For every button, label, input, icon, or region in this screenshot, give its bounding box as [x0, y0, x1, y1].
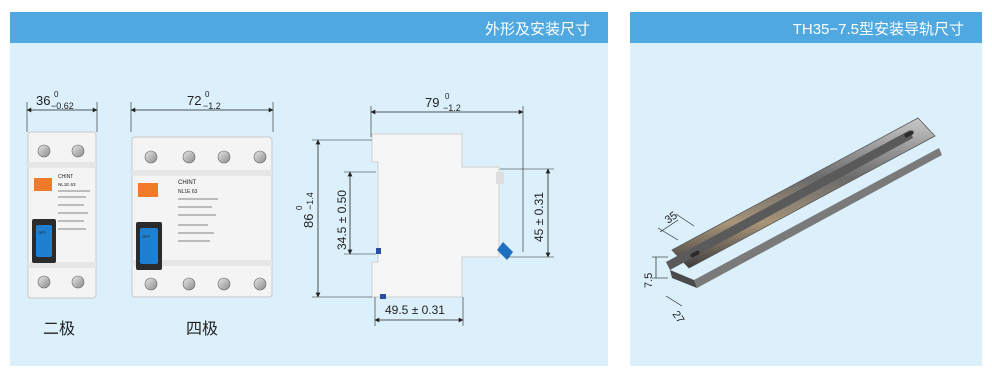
two-pole-breaker: CHINT NL1E 63 OFF [27, 131, 97, 299]
dim-right-height: 45 ± 0.31 [532, 192, 546, 242]
dim-2pole-upper: 0 [54, 90, 59, 99]
four-pole-breaker: CHINT NL1E 63 OFF [131, 136, 273, 298]
dim-side-height: 86 [301, 214, 316, 228]
2pole-toggle-text: OFF [38, 230, 47, 235]
dim-4pole-lower: −1.2 [203, 101, 221, 111]
panel-header: 外形及安装尺寸 [10, 12, 608, 43]
dimensions-panel: 外形及安装尺寸 36 0 −0.62 [10, 12, 608, 366]
label-four-pole: 四极 [186, 320, 218, 338]
two-pole-dimension: 36 0 −0.62 [26, 90, 98, 132]
four-pole-dimension: 72 0 −1.2 [130, 90, 274, 132]
side-view-dimensions: 79 0 −1.2 86 0 −1.4 34.5 ± 0.50 45 ± 0.3… [295, 92, 554, 326]
dim-rail-bottom-width: 27 [670, 309, 687, 326]
2pole-model: NL1E 63 [58, 182, 76, 187]
dim-side-width: 79 [425, 95, 439, 110]
rail-drawing: 35 7.5 27 [643, 117, 942, 326]
4pole-brand: CHINT [178, 180, 197, 186]
dim-side-lower: −1.2 [443, 103, 461, 113]
side-view-breaker [371, 133, 513, 299]
label-two-pole: 二极 [43, 320, 75, 338]
4pole-model: NL1E 63 [178, 189, 198, 195]
rail-dimensions: 35 7.5 27 [643, 210, 695, 326]
dim-side-height-lower: −1.4 [305, 192, 315, 210]
rail-panel: TH35−7.5型安装导轨尺寸 35 7.5 [630, 12, 982, 366]
dim-rail-top-width: 35 [663, 210, 680, 227]
dim-2pole-width: 36 [36, 93, 50, 108]
dim-rail-height: 7.5 [643, 273, 655, 288]
4pole-toggle-text: OFF [142, 234, 151, 239]
panel-header: TH35−7.5型安装导轨尺寸 [630, 12, 982, 43]
din-rail [666, 117, 942, 288]
dim-side-upper: 0 [445, 92, 450, 101]
dim-4pole-upper: 0 [205, 90, 210, 99]
2pole-brand: CHINT [58, 174, 73, 180]
dimension-drawing: 36 0 −0.62 CHINT NL1E 63 OFF 二极 [26, 90, 554, 338]
dim-side-height-upper: 0 [295, 205, 304, 210]
dim-2pole-lower: −0.62 [51, 101, 74, 111]
dim-inner-height: 34.5 ± 0.50 [335, 190, 349, 250]
panel-title: TH35−7.5型安装导轨尺寸 [792, 21, 964, 38]
panel-title: 外形及安装尺寸 [484, 21, 590, 38]
dim-bottom-width: 49.5 ± 0.31 [385, 303, 445, 317]
dim-4pole-width: 72 [187, 93, 201, 108]
